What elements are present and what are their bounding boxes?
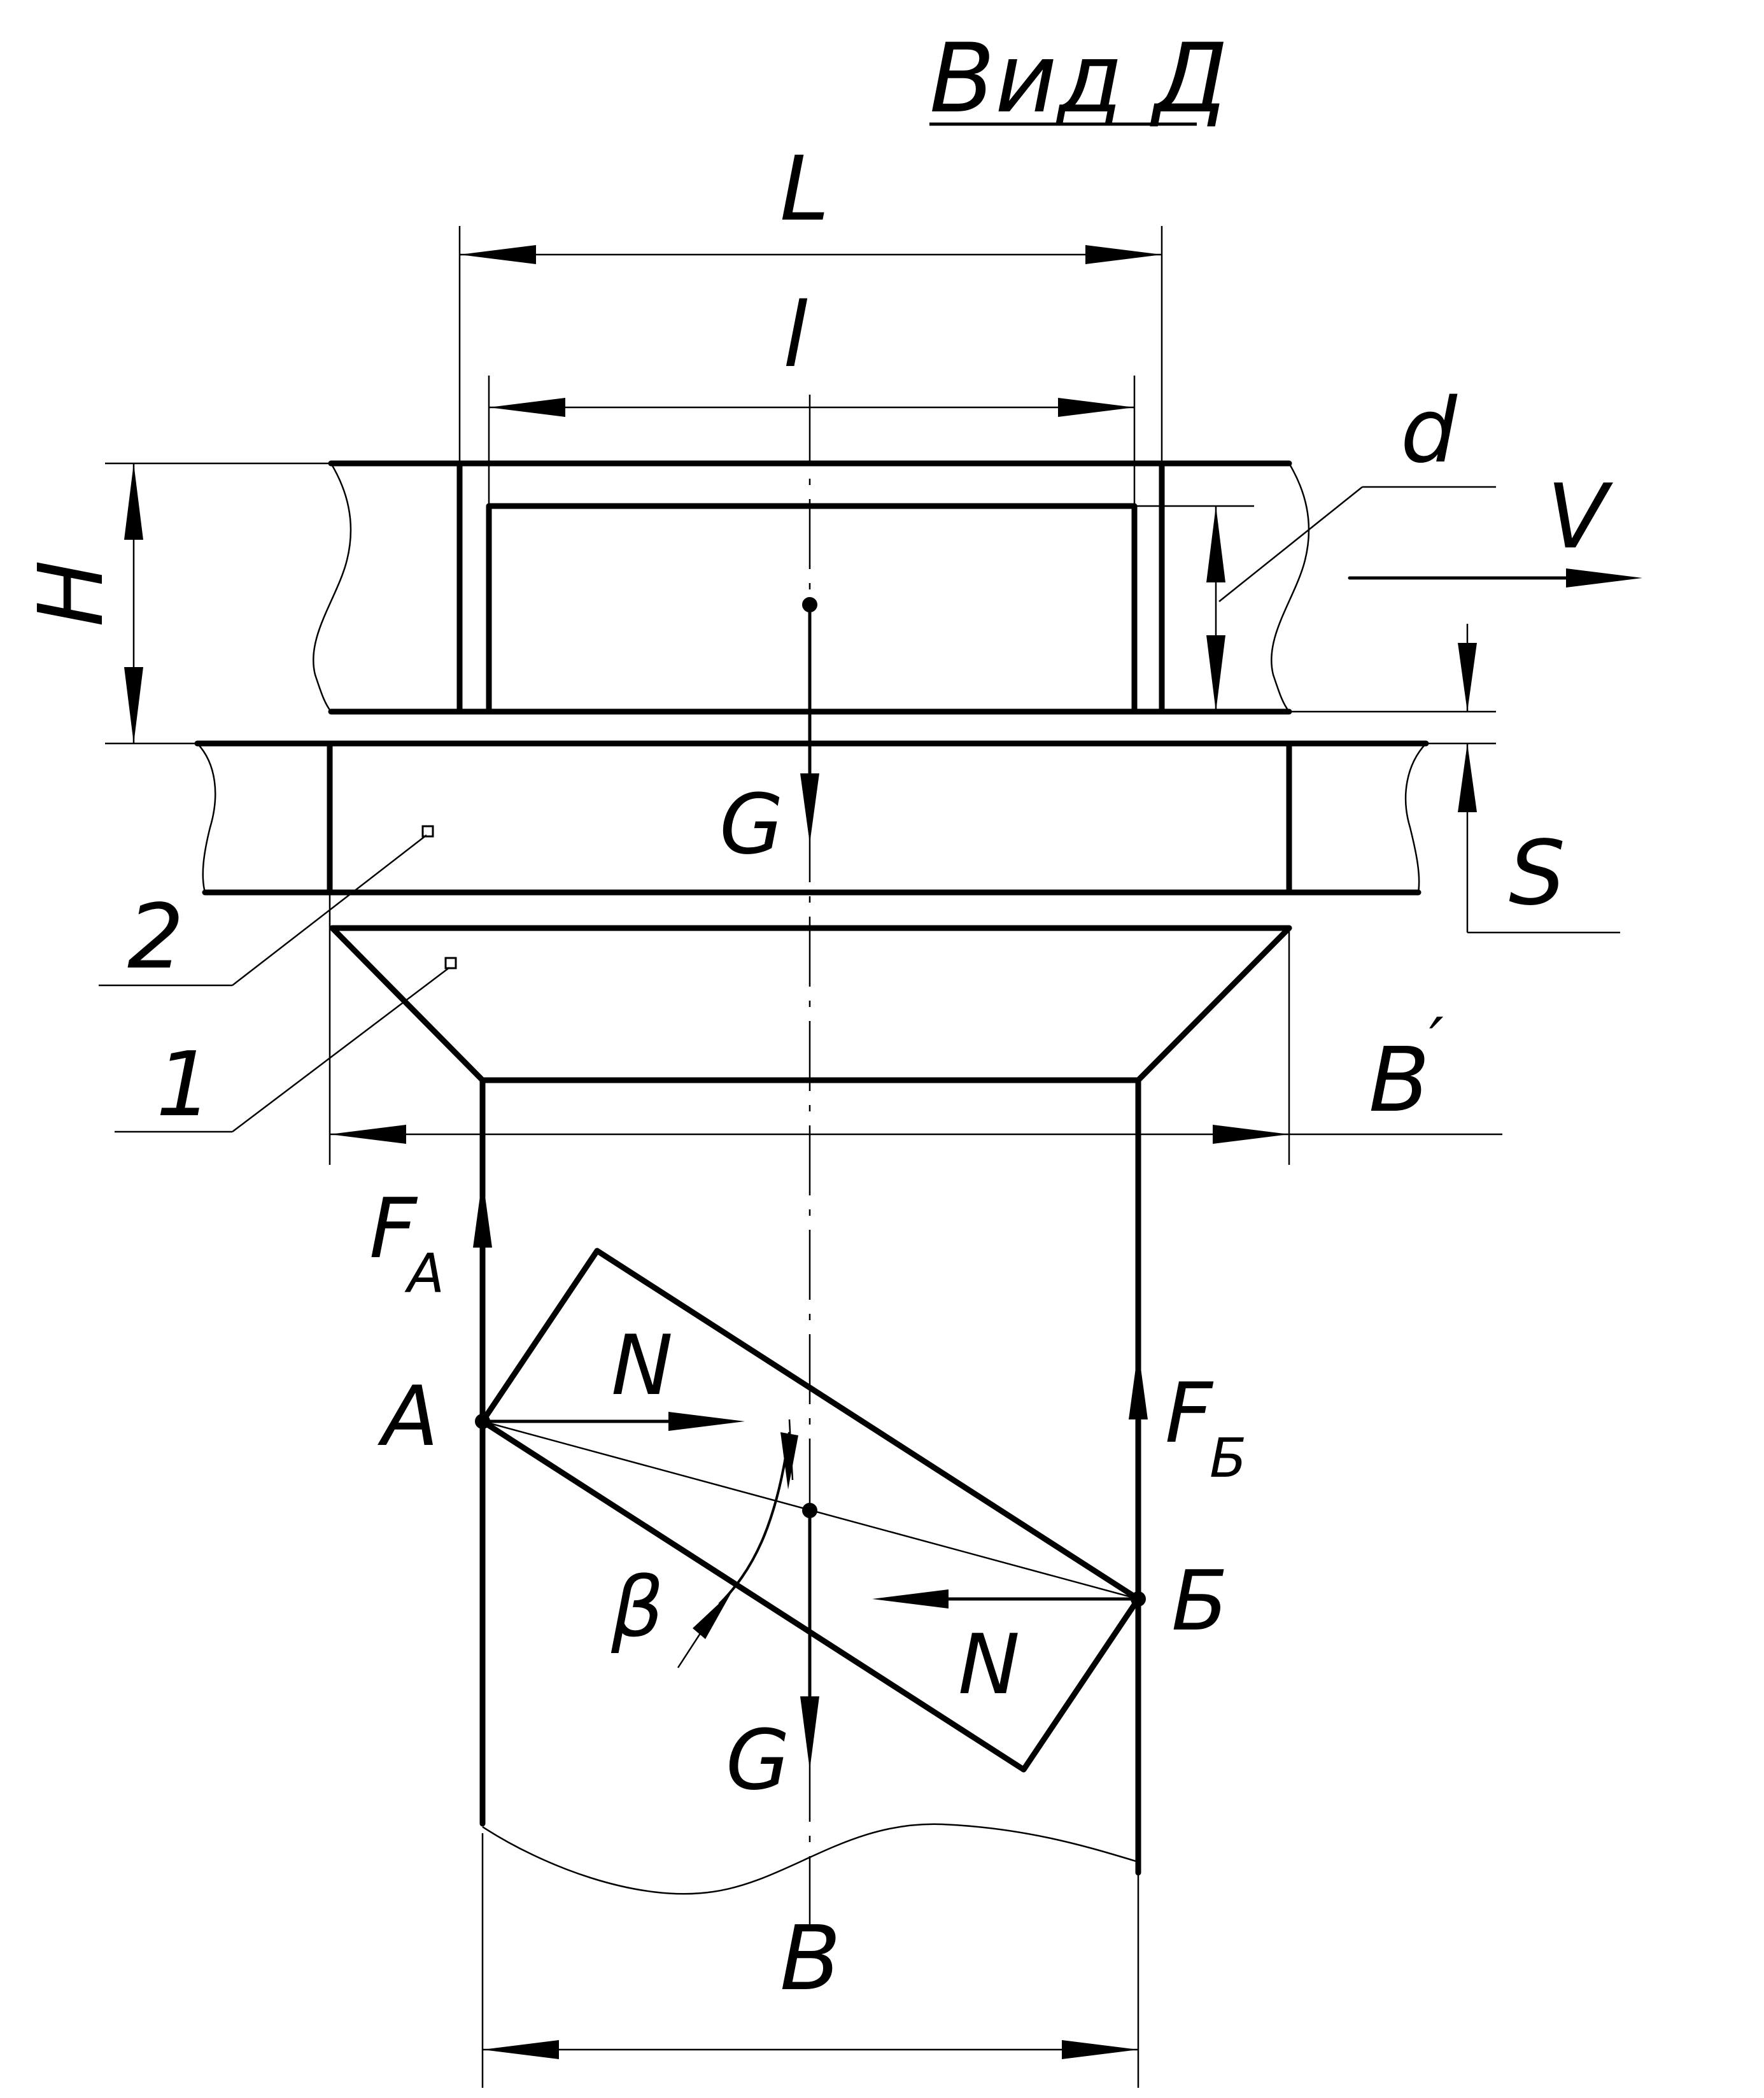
dimension-B (481, 1833, 1140, 2088)
label-F-A-sub: A (404, 1243, 444, 1306)
friction-force-A (473, 1178, 492, 1248)
dimension-l (488, 376, 1136, 506)
label-G-top: G (719, 776, 784, 873)
label-G-bottom: G (726, 1712, 790, 1808)
hopper (329, 925, 1292, 1083)
normal-force-right (872, 1589, 1140, 1609)
label-d: d (1401, 379, 1458, 483)
label-S: S (1509, 822, 1565, 926)
label-point-B: Б (1171, 1552, 1228, 1649)
dimension-S (1289, 624, 1620, 934)
label-V: V (1547, 465, 1613, 569)
label-B-prime: B (1369, 1029, 1430, 1132)
velocity-arrow (1348, 568, 1642, 588)
label-beta: β (610, 1559, 664, 1656)
label-F-B: F (1165, 1365, 1214, 1461)
dimension-H (105, 462, 331, 745)
label-N-right: N (958, 1616, 1020, 1713)
middle-plate (194, 740, 1429, 896)
dimension-B-prime (328, 892, 1502, 1165)
gravity-force-bottom (800, 1509, 819, 1770)
dimension-L (458, 226, 1163, 463)
label-B-prime-mark: ′ (1429, 1004, 1444, 1078)
label-l: l (783, 284, 808, 388)
callout-1 (115, 957, 457, 1133)
label-F-A: F (369, 1180, 418, 1277)
label-L: L (780, 137, 829, 241)
angle-beta-arc (677, 1419, 798, 1668)
label-H: H (20, 560, 123, 627)
normal-force-left (481, 1412, 745, 1431)
label-N-left: N (611, 1317, 673, 1414)
label-F-B-sub: Б (1210, 1427, 1246, 1490)
dimension-d (1134, 486, 1496, 712)
view-title: Вид Д (929, 24, 1228, 134)
callout-2 (99, 825, 434, 987)
label-part-1: 1 (156, 1033, 213, 1137)
gravity-force-top (800, 597, 819, 843)
friction-force-B (1129, 1349, 1148, 1419)
label-B: B (780, 1907, 841, 2011)
label-part-2: 2 (127, 885, 184, 989)
label-point-A: A (377, 1368, 439, 1465)
